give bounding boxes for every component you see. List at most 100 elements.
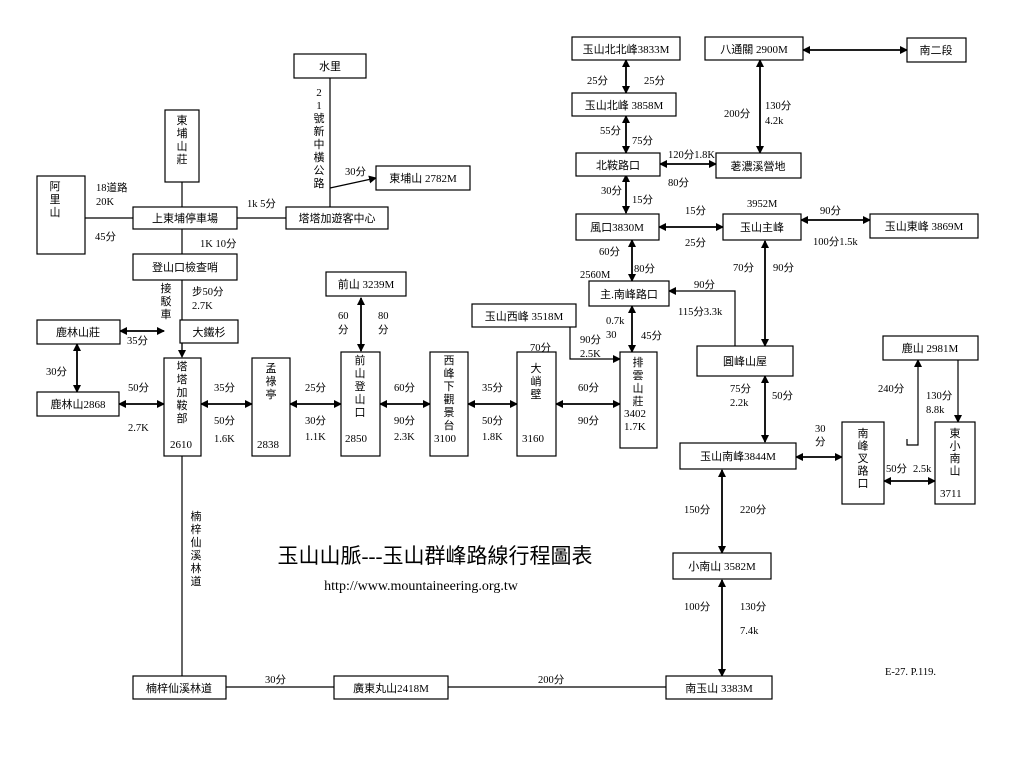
node-tataka-center: 塔塔加遊客中心 — [285, 206, 389, 230]
shuttle-label: 接駁車 — [161, 282, 172, 321]
svg-text:60: 60 — [338, 311, 349, 322]
svg-text:4.2k: 4.2k — [765, 116, 784, 127]
node-north-saddle: 北鞍路口 — [575, 152, 661, 177]
svg-text:70分: 70分 — [733, 262, 755, 274]
svg-text:塔塔加遊客中心: 塔塔加遊客中心 — [299, 211, 376, 225]
node-xifeng-view-text: 西峰下觀景台 — [444, 355, 455, 432]
svg-text:25分: 25分 — [305, 382, 327, 394]
svg-text:玉山主峰: 玉山主峰 — [740, 221, 784, 234]
node-east-peak: 玉山東峰 3869M — [869, 213, 979, 239]
svg-text:100分1.5k: 100分1.5k — [813, 236, 858, 248]
node-alishan: 阿里山 — [36, 175, 86, 255]
svg-text:0.7k: 0.7k — [606, 316, 625, 327]
svg-text:115分3.3k: 115分3.3k — [678, 306, 723, 318]
svg-text:南二段: 南二段 — [920, 43, 953, 57]
svg-text:50分: 50分 — [886, 463, 908, 475]
svg-text:小南山 3582M: 小南山 3582M — [688, 560, 756, 573]
svg-text:北鞍路口: 北鞍路口 — [596, 158, 640, 172]
svg-text:90分: 90分 — [580, 334, 602, 346]
node-paiyun: 排雲山莊 3402 1.7K — [619, 351, 658, 449]
svg-text:80: 80 — [378, 311, 389, 322]
node-dongpushan: 東埔山 2782M — [375, 165, 471, 191]
svg-text:75分: 75分 — [730, 383, 752, 395]
svg-text:45分: 45分 — [95, 231, 117, 243]
svg-text:分: 分 — [378, 324, 389, 336]
node-east-small-south: 東小南山 3711 — [934, 421, 976, 505]
node-small-south: 小南山 3582M — [672, 552, 772, 580]
svg-text:130分: 130分 — [926, 390, 953, 402]
node-bajingguan: 八通關 2900M — [704, 36, 804, 61]
svg-text:2.5K: 2.5K — [580, 349, 601, 360]
svg-text:1.6K: 1.6K — [214, 434, 235, 445]
svg-text:玉山北北峰3833M: 玉山北北峰3833M — [583, 43, 670, 56]
node-daqiao: 大峭壁 3160 — [516, 351, 557, 457]
svg-text:2.7K: 2.7K — [128, 423, 149, 434]
svg-text:90分: 90分 — [773, 262, 795, 274]
svg-text:20K: 20K — [96, 197, 115, 208]
svg-text:2.7K: 2.7K — [192, 301, 213, 312]
svg-text:25分: 25分 — [587, 75, 609, 87]
svg-text:上東埔停車場: 上東埔停車場 — [152, 211, 218, 225]
svg-text:30分: 30分 — [305, 415, 327, 427]
svg-text:90分: 90分 — [820, 205, 842, 217]
svg-text:200分: 200分 — [538, 674, 565, 686]
svg-text:8.8k: 8.8k — [926, 405, 945, 416]
svg-text:150分: 150分 — [684, 504, 711, 516]
svg-text:50分: 50分 — [772, 390, 794, 402]
svg-text:80分: 80分 — [634, 263, 656, 275]
svg-text:30分: 30分 — [46, 366, 68, 378]
svg-text:30: 30 — [606, 330, 617, 341]
node-menglu: 孟祿亭 2838 — [251, 357, 291, 457]
svg-text:南玉山 3383M: 南玉山 3383M — [685, 682, 753, 695]
svg-text:2610: 2610 — [170, 439, 193, 451]
svg-text:1.7K: 1.7K — [624, 421, 646, 433]
source-url[interactable]: http://www.mountaineering.org.tw — [324, 579, 519, 594]
edge-labels: 18道路 20K 45分 1k 5分 30分 1K 10分 步50分 2.7K … — [46, 75, 953, 686]
svg-text:15分: 15分 — [632, 194, 654, 206]
svg-text:1k 5分: 1k 5分 — [247, 198, 276, 210]
svg-text:前山 3239M: 前山 3239M — [338, 277, 395, 291]
svg-text:70分: 70分 — [530, 342, 552, 354]
svg-text:鹿林山莊: 鹿林山莊 — [56, 325, 100, 339]
svg-text:1.8K: 1.8K — [482, 432, 503, 443]
svg-text:楠梓仙溪林道: 楠梓仙溪林道 — [146, 681, 212, 695]
svg-text:3952M: 3952M — [747, 199, 778, 210]
svg-text:220分: 220分 — [740, 504, 767, 516]
svg-text:100分: 100分 — [684, 601, 711, 613]
node-xifeng-view: 西峰下觀景台 3100 — [429, 351, 469, 457]
svg-text:東埔山 2782M: 東埔山 2782M — [389, 172, 457, 185]
node-guangdong: 廣東丸山2418M — [333, 675, 449, 700]
svg-text:80分: 80分 — [668, 177, 690, 189]
route-arrows — [73, 46, 962, 677]
node-yuanfeng: 圓峰山屋 — [696, 345, 794, 377]
svg-text:35分: 35分 — [127, 335, 149, 347]
svg-text:90分: 90分 — [578, 415, 600, 427]
node-shangdongpu: 上東埔停車場 — [132, 206, 238, 230]
svg-text:2.5k: 2.5k — [913, 464, 932, 475]
svg-text:玉山東峰 3869M: 玉山東峰 3869M — [885, 220, 964, 233]
svg-text:30分: 30分 — [601, 185, 623, 197]
page-reference: E-27. P.119. — [885, 667, 936, 678]
svg-text:240分: 240分 — [878, 383, 905, 395]
svg-text:15分: 15分 — [685, 205, 707, 217]
svg-text:90分: 90分 — [394, 415, 416, 427]
svg-text:圓峰山屋: 圓峰山屋 — [723, 355, 767, 368]
svg-text:60分: 60分 — [599, 246, 621, 258]
svg-text:18道路: 18道路 — [96, 181, 128, 194]
node-main-fork: 主.南峰路口 — [588, 280, 670, 307]
svg-text:35分: 35分 — [214, 382, 236, 394]
node-main-peak: 玉山主峰 — [722, 213, 802, 241]
svg-text:90分: 90分 — [694, 279, 716, 291]
svg-text:1K 10分: 1K 10分 — [200, 238, 237, 250]
svg-text:鹿林山2868: 鹿林山2868 — [51, 397, 106, 411]
svg-text:30分: 30分 — [265, 674, 287, 686]
svg-text:2.3K: 2.3K — [394, 432, 415, 443]
svg-text:50分: 50分 — [482, 415, 504, 427]
svg-text:3402: 3402 — [624, 408, 646, 420]
connector-lines — [85, 78, 666, 688]
node-alishan-text: 阿里山 — [50, 180, 61, 219]
svg-text:35分: 35分 — [482, 382, 504, 394]
node-north-peak: 玉山北峰 3858M — [571, 92, 677, 117]
svg-text:登山口檢查哨: 登山口檢查哨 — [152, 260, 218, 274]
